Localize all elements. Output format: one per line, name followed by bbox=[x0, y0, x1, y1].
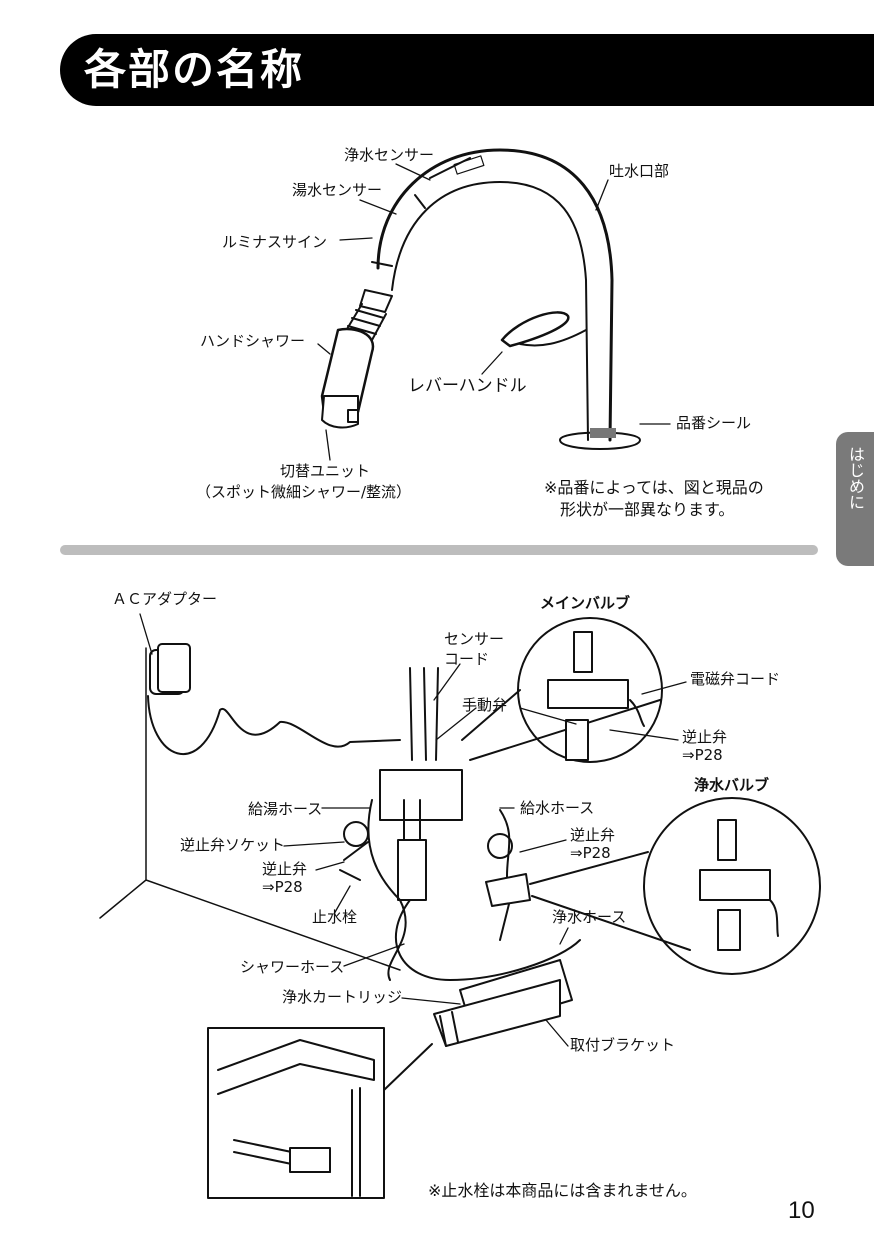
label-cartridge: 浄水カートリッジ bbox=[282, 988, 403, 1006]
label-check-valve-right-1: 逆止弁 bbox=[570, 826, 616, 844]
label-sensor-cord-2: コード bbox=[444, 650, 490, 668]
label-shower-hose: シャワーホース bbox=[240, 958, 345, 976]
label-check-valve-main-1: 逆止弁 bbox=[682, 728, 728, 746]
shape-note-line2: 形状が一部異なります。 bbox=[560, 500, 735, 519]
page-title: 各部の名称 bbox=[84, 45, 305, 94]
section-divider bbox=[60, 545, 818, 555]
label-hand-shower: ハンドシャワー bbox=[200, 332, 306, 350]
label-bracket: 取付ブラケット bbox=[570, 1036, 676, 1054]
label-purify-valve: 浄水バルブ bbox=[694, 776, 770, 794]
label-manual-valve: 手動弁 bbox=[462, 696, 508, 714]
piping-illustration bbox=[99, 617, 821, 1199]
label-ac-adapter: ＡＣアダプター bbox=[112, 590, 218, 608]
page-number: 10 bbox=[788, 1197, 815, 1224]
label-check-valve-main-2: ⇒P28 bbox=[682, 746, 723, 764]
label-main-valve: メインバルブ bbox=[540, 594, 631, 612]
chapter-tab-label: はじめに bbox=[846, 446, 865, 510]
shape-note-line1: ※品番によっては、図と現品の bbox=[544, 478, 764, 497]
label-cold-hose: 給水ホース bbox=[520, 799, 595, 817]
label-purified-sensor: 浄水センサー bbox=[344, 146, 435, 164]
label-model-seal: 品番シール bbox=[676, 414, 752, 432]
label-spout: 吐水口部 bbox=[609, 162, 670, 180]
label-luminous-sign: ルミナスサイン bbox=[222, 233, 328, 251]
title-bar bbox=[60, 34, 874, 106]
label-check-valve-left-1: 逆止弁 bbox=[262, 860, 308, 878]
label-hot-sensor: 湯水センサー bbox=[292, 181, 383, 199]
label-lever-handle: レバーハンドル bbox=[408, 376, 527, 396]
label-check-valve-socket: 逆止弁ソケット bbox=[180, 836, 286, 854]
label-check-valve-right-2: ⇒P28 bbox=[570, 844, 611, 862]
label-check-valve-left-2: ⇒P28 bbox=[262, 878, 303, 896]
label-purified-hose: 浄水ホース bbox=[552, 908, 627, 926]
stop-cock-note: ※止水栓は本商品には含まれません。 bbox=[428, 1181, 697, 1200]
label-sensor-cord-1: センサー bbox=[444, 630, 505, 648]
label-stop-cock: 止水栓 bbox=[312, 908, 358, 926]
label-solenoid-cord: 電磁弁コード bbox=[690, 670, 781, 688]
label-switch-unit: 切替ユニット bbox=[280, 462, 371, 480]
faucet-illustration bbox=[320, 148, 641, 450]
label-switch-unit-detail: （スポット微細シャワー/整流） bbox=[196, 483, 412, 501]
label-hot-hose: 給湯ホース bbox=[248, 800, 323, 818]
chapter-tab bbox=[836, 432, 874, 566]
